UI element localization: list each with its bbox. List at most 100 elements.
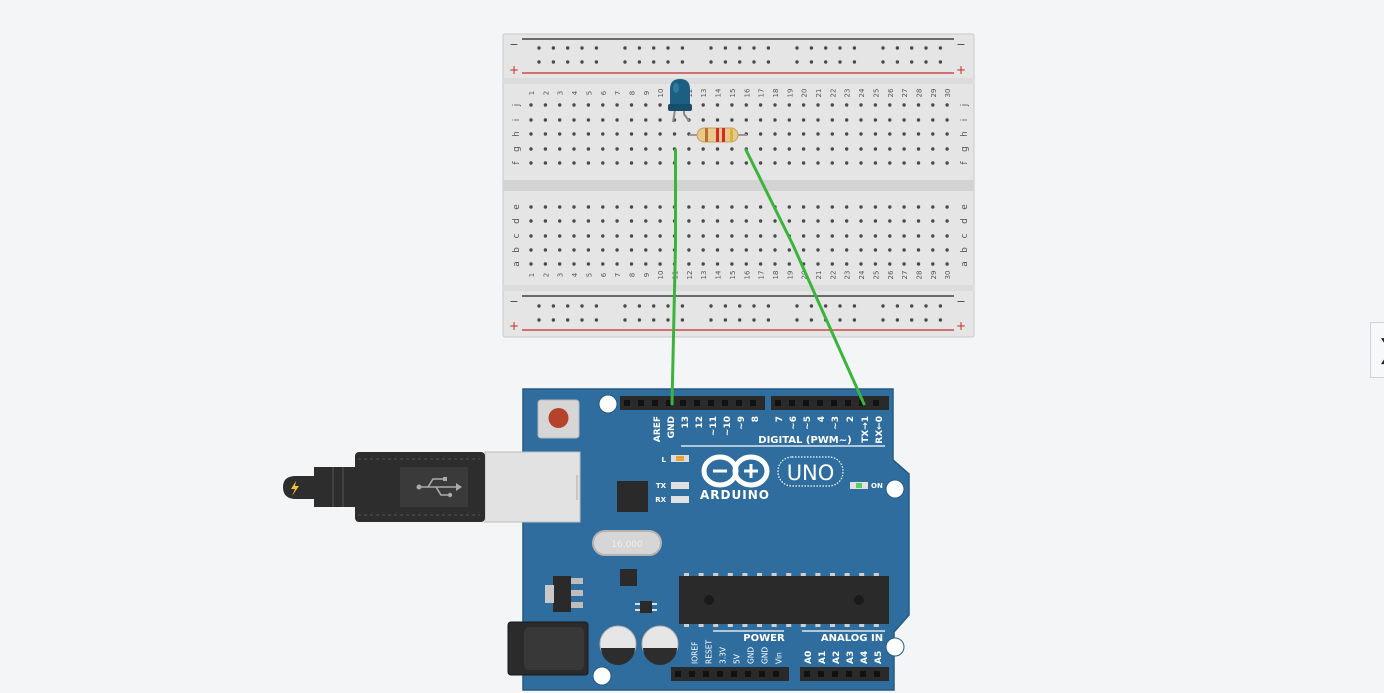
breadboard-hole[interactable]: [601, 248, 605, 252]
blue-led[interactable]: [668, 79, 692, 123]
panel-toggle-button[interactable]: ❯: [1370, 322, 1384, 378]
breadboard-hole[interactable]: [787, 219, 791, 223]
rail-hole[interactable]: [824, 60, 828, 64]
breadboard-hole[interactable]: [787, 161, 791, 165]
power-analog-pins[interactable]: [675, 671, 880, 677]
rail-hole[interactable]: [666, 304, 670, 308]
breadboard-hole[interactable]: [730, 262, 734, 266]
breadboard-hole[interactable]: [572, 147, 576, 151]
breadboard-hole[interactable]: [931, 219, 935, 223]
breadboard-hole[interactable]: [558, 118, 562, 122]
rail-hole[interactable]: [652, 46, 656, 50]
breadboard-hole[interactable]: [931, 248, 935, 252]
breadboard-hole[interactable]: [730, 161, 734, 165]
breadboard-hole[interactable]: [558, 132, 562, 136]
breadboard-hole[interactable]: [629, 219, 634, 223]
breadboard-hole[interactable]: [744, 118, 748, 122]
breadboard-hole[interactable]: [658, 103, 662, 107]
rail-hole[interactable]: [680, 60, 685, 64]
rail-hole[interactable]: [551, 304, 556, 308]
breadboard-hole[interactable]: [902, 248, 906, 252]
rail-hole[interactable]: [838, 318, 842, 322]
rail-hole[interactable]: [852, 60, 857, 64]
breadboard-hole[interactable]: [629, 132, 634, 136]
breadboard-hole[interactable]: [701, 219, 705, 223]
breadboard-hole[interactable]: [658, 234, 662, 238]
breadboard-hole[interactable]: [916, 219, 921, 223]
breadboard-hole[interactable]: [931, 103, 935, 107]
breadboard-hole[interactable]: [773, 103, 777, 107]
breadboard-hole[interactable]: [888, 248, 892, 252]
breadboard-hole[interactable]: [845, 103, 849, 107]
rail-hole[interactable]: [566, 318, 570, 322]
breadboard-hole[interactable]: [558, 219, 562, 223]
breadboard-hole[interactable]: [629, 205, 634, 209]
breadboard-hole[interactable]: [830, 205, 834, 209]
breadboard-hole[interactable]: [658, 248, 662, 252]
breadboard-hole[interactable]: [830, 161, 834, 165]
header-pin[interactable]: [722, 400, 728, 406]
breadboard-hole[interactable]: [801, 103, 806, 107]
breadboard-hole[interactable]: [916, 147, 921, 151]
rail-hole[interactable]: [566, 304, 570, 308]
header-pin[interactable]: [624, 400, 630, 406]
breadboard-hole[interactable]: [859, 118, 863, 122]
breadboard-hole[interactable]: [945, 205, 949, 209]
breadboard-hole[interactable]: [873, 205, 878, 209]
breadboard-hole[interactable]: [816, 161, 820, 165]
header-pin[interactable]: [708, 400, 714, 406]
header-pin[interactable]: [874, 671, 880, 677]
rail-hole[interactable]: [938, 60, 943, 64]
breadboard-hole[interactable]: [558, 262, 562, 266]
breadboard-hole[interactable]: [916, 262, 921, 266]
breadboard-hole[interactable]: [931, 161, 935, 165]
breadboard-hole[interactable]: [787, 103, 791, 107]
breadboard-hole[interactable]: [801, 118, 806, 122]
breadboard-hole[interactable]: [787, 147, 791, 151]
rail-hole[interactable]: [924, 304, 928, 308]
breadboard-hole[interactable]: [902, 132, 906, 136]
breadboard-hole[interactable]: [888, 262, 892, 266]
breadboard-hole[interactable]: [758, 147, 763, 151]
breadboard-hole[interactable]: [830, 118, 834, 122]
breadboard-hole[interactable]: [687, 234, 691, 238]
breadboard-hole[interactable]: [615, 118, 619, 122]
breadboard-hole[interactable]: [816, 219, 820, 223]
breadboard-hole[interactable]: [744, 234, 748, 238]
breadboard-hole[interactable]: [859, 103, 863, 107]
breadboard-hole[interactable]: [644, 132, 648, 136]
breadboard-hole[interactable]: [873, 118, 878, 122]
rail-hole[interactable]: [709, 60, 713, 64]
rail-hole[interactable]: [594, 304, 599, 308]
rail-hole[interactable]: [895, 318, 900, 322]
rail-hole[interactable]: [809, 60, 814, 64]
breadboard-hole[interactable]: [586, 132, 591, 136]
breadboard-hole[interactable]: [658, 262, 662, 266]
rail-hole[interactable]: [637, 46, 642, 50]
breadboard-hole[interactable]: [931, 118, 935, 122]
breadboard-hole[interactable]: [529, 205, 533, 209]
breadboard-hole[interactable]: [572, 219, 576, 223]
rail-hole[interactable]: [766, 46, 771, 50]
breadboard-hole[interactable]: [601, 262, 605, 266]
breadboard-hole[interactable]: [801, 147, 806, 151]
breadboard-hole[interactable]: [558, 234, 562, 238]
breadboard-hole[interactable]: [687, 161, 691, 165]
breadboard-hole[interactable]: [715, 234, 720, 238]
breadboard-hole[interactable]: [801, 219, 806, 223]
breadboard-hole[interactable]: [816, 248, 820, 252]
rail-hole[interactable]: [766, 304, 771, 308]
breadboard-hole[interactable]: [873, 248, 878, 252]
rail-hole[interactable]: [551, 318, 556, 322]
breadboard-hole[interactable]: [902, 118, 906, 122]
breadboard-hole[interactable]: [888, 234, 892, 238]
breadboard-hole[interactable]: [529, 219, 533, 223]
rail-hole[interactable]: [852, 318, 857, 322]
breadboard-hole[interactable]: [859, 248, 863, 252]
rail-hole[interactable]: [910, 318, 914, 322]
breadboard-hole[interactable]: [873, 147, 878, 151]
breadboard-hole[interactable]: [830, 219, 834, 223]
breadboard-hole[interactable]: [859, 147, 863, 151]
breadboard-hole[interactable]: [601, 147, 605, 151]
rail-hole[interactable]: [623, 304, 627, 308]
